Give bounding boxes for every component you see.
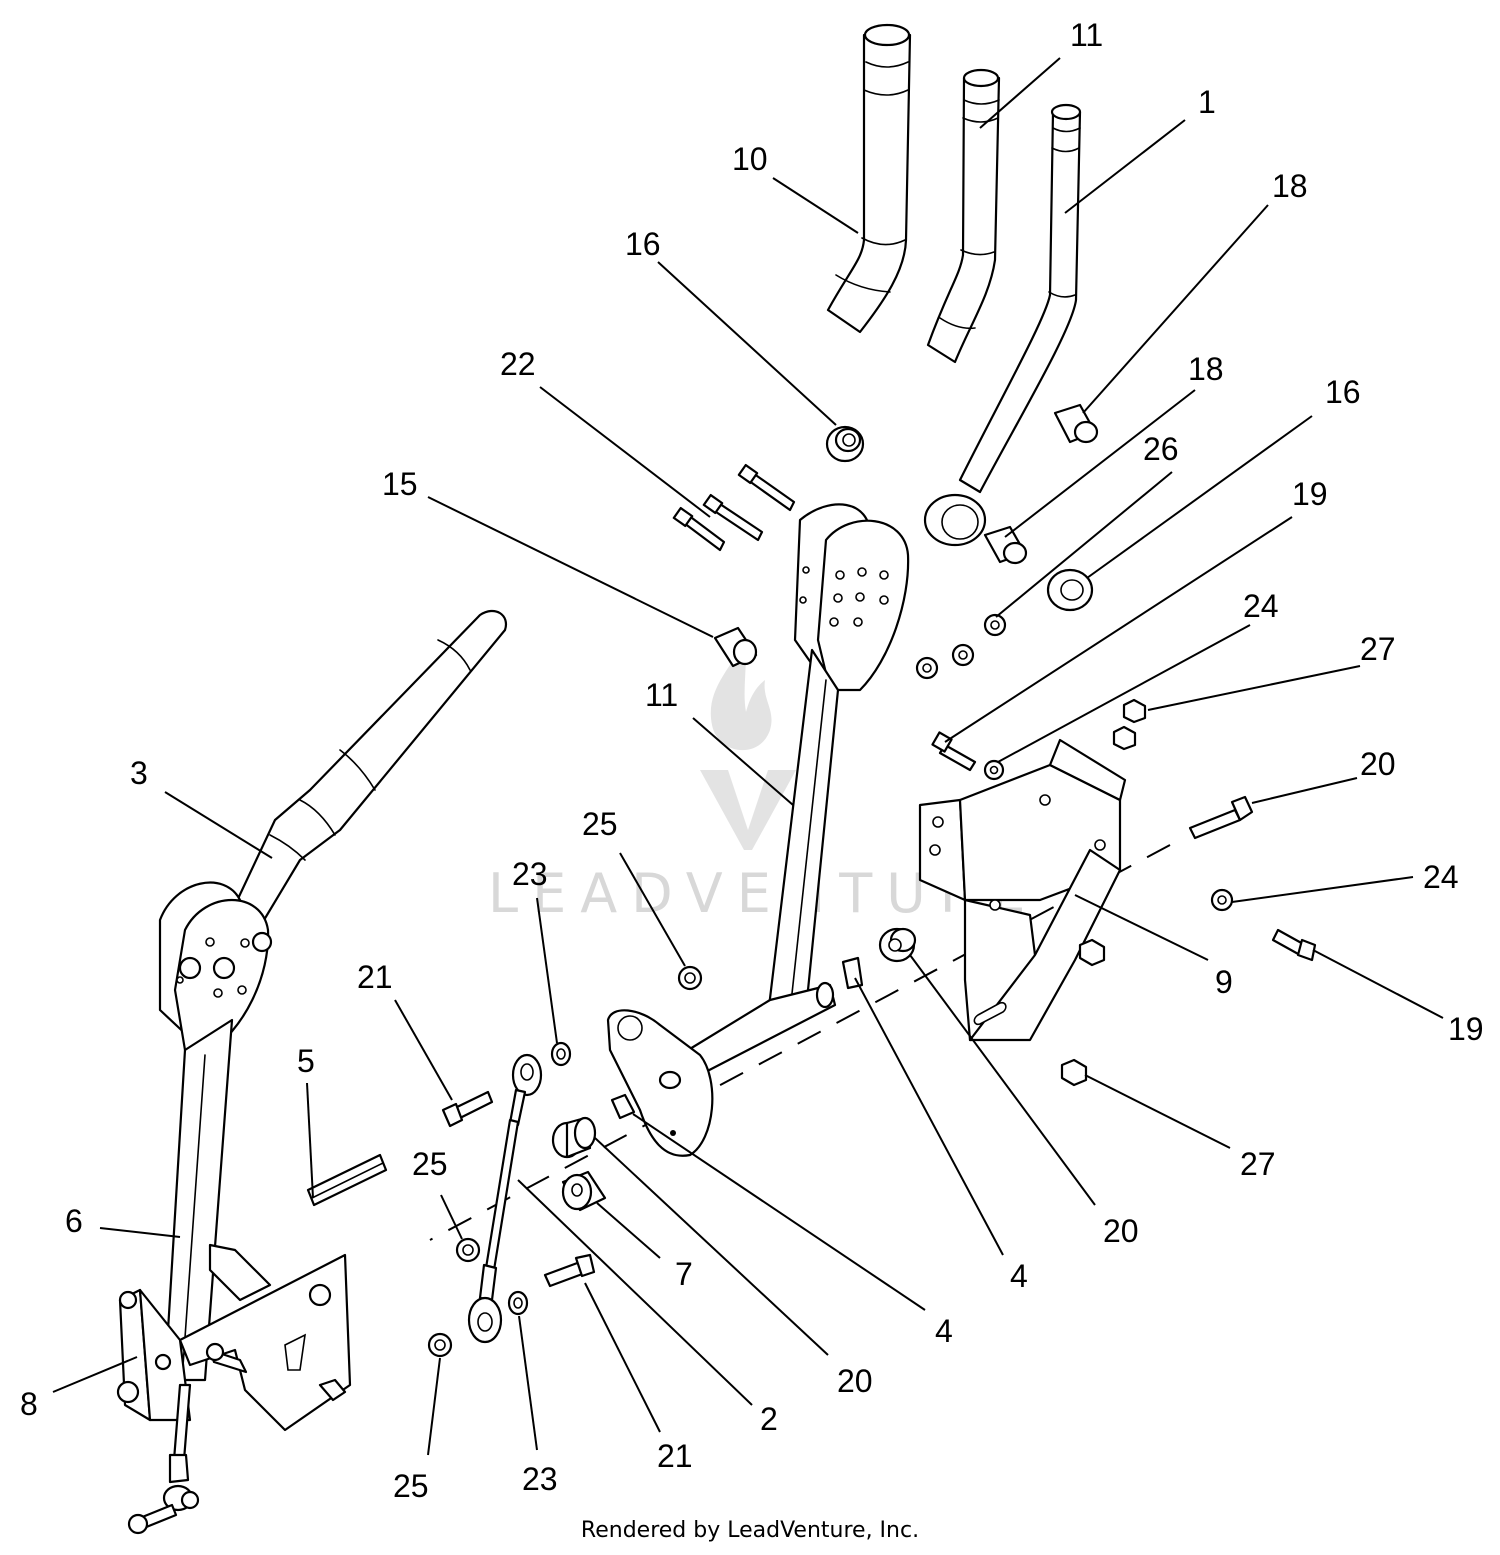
callout-16-top: 16: [625, 226, 661, 262]
rod-end-bottom: [127, 1383, 200, 1535]
watermark-logo: [710, 640, 772, 751]
callout-10: 10: [732, 141, 768, 177]
callout-3: 3: [130, 755, 148, 791]
bolt-19: [1271, 928, 1317, 962]
nut-25-lower: [427, 1332, 453, 1358]
handle-13: [926, 68, 1001, 364]
handle-3: [226, 609, 508, 937]
callout-24-right: 24: [1423, 859, 1459, 895]
bolt-20: [1188, 795, 1254, 840]
callout-25-bottom: 25: [393, 1468, 429, 1504]
callout-6: 6: [65, 1203, 83, 1239]
callout-8: 8: [20, 1386, 38, 1422]
callout-26: 26: [1143, 431, 1179, 467]
callout-25-mid: 25: [412, 1146, 448, 1182]
washer-19: [1046, 568, 1094, 612]
bushing-18-upper: [878, 927, 917, 963]
callout-5: 5: [297, 1043, 315, 1079]
nuts-26: [915, 613, 1007, 680]
bolt-21-lower: [543, 1253, 596, 1288]
callout-13: 11: [1070, 17, 1103, 53]
callout-15: 15: [382, 466, 418, 502]
nut-25-middle: [455, 1237, 481, 1263]
washer-23-lower: [507, 1290, 529, 1316]
spacer-17-upper: [1053, 403, 1099, 444]
lever-6: [158, 881, 273, 1382]
callout-27-top: 27: [1360, 631, 1396, 667]
callout-4-right: 4: [1010, 1258, 1028, 1294]
callout-22: 22: [500, 346, 536, 382]
callout-labels: 11 1 10 18 16 22 18 16 26 15 19 24 27 11…: [20, 17, 1484, 1504]
footer-credit: Rendered by LeadVenture, Inc.: [580, 1518, 920, 1543]
nut-24-lower: [1210, 888, 1234, 912]
pivot-centerline: [429, 844, 1171, 1241]
lever-11: [606, 503, 910, 1157]
nut-25-upper: [677, 965, 703, 991]
handle-10: [826, 23, 912, 334]
callout-16-right: 16: [1325, 374, 1361, 410]
rod-2: [467, 1053, 543, 1344]
callout-23-top: 23: [512, 856, 548, 892]
callout-19-right: 19: [1448, 1011, 1484, 1047]
spacer-15: [713, 626, 758, 668]
callout-27-bottom: 27: [1240, 1146, 1276, 1182]
callout-20: 20: [1360, 746, 1396, 782]
callout-24-top: 24: [1243, 588, 1279, 624]
callout-7: 7: [675, 1256, 693, 1292]
bushing-18-lower: [551, 1116, 597, 1159]
callout-18-right: 20: [1103, 1213, 1139, 1249]
callout-11: 11: [645, 677, 678, 713]
callout-23-bottom: 23: [522, 1461, 558, 1497]
spacer-17-lower: [983, 525, 1028, 565]
callout-19-top: 19: [1292, 476, 1328, 512]
callout-21-top: 21: [357, 959, 393, 995]
bushing-16-upper: [825, 425, 865, 463]
bolt-24: [931, 731, 1005, 781]
callout-21-bottom: 21: [657, 1438, 693, 1474]
callout-17-top: 18: [1272, 168, 1308, 204]
key-4-b: [610, 1093, 636, 1120]
callout-17-mid: 18: [1188, 351, 1224, 387]
bracket-8: [116, 1243, 352, 1432]
callout-2: 2: [760, 1401, 778, 1437]
bracket-9: [918, 738, 1127, 1042]
callout-18-bottom: 20: [837, 1363, 873, 1399]
callout-4-mid: 4: [935, 1313, 953, 1349]
bolt-21-upper: [441, 1090, 494, 1128]
key-4-a: [841, 956, 864, 990]
key-5: [306, 1153, 388, 1207]
spacer-7: [561, 1170, 607, 1212]
washer-23-upper: [550, 1041, 572, 1067]
callout-25-top: 25: [582, 806, 618, 842]
flange-nuts-27-lower: [1060, 938, 1106, 1087]
bolts-22: [672, 463, 796, 552]
flange-nuts-27-upper: [1112, 698, 1147, 751]
leader-lines: [52, 57, 1444, 1456]
callout-9: 9: [1215, 964, 1233, 1000]
handle-1: [923, 103, 1082, 547]
callout-1: 1: [1198, 84, 1216, 120]
